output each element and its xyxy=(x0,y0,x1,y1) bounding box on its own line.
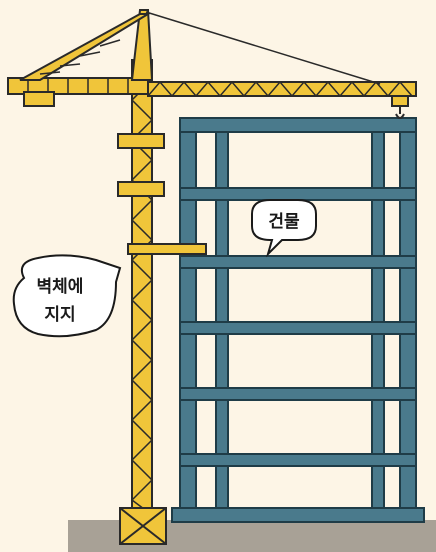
building-base xyxy=(171,507,425,523)
counterweight xyxy=(23,91,55,107)
mast-collars xyxy=(117,133,165,197)
building-label: 건물 xyxy=(268,212,300,232)
crane-mast xyxy=(131,59,153,516)
crane-apex xyxy=(19,9,381,85)
wall-tie-support xyxy=(127,243,207,255)
building-floor-4 xyxy=(179,387,417,401)
building-floor-1 xyxy=(179,187,417,201)
wall-support-label-line2: 지지 xyxy=(44,305,75,325)
crane-hook-trolley xyxy=(391,95,409,119)
crane-tension-cable xyxy=(145,11,381,85)
wall-support-label-bubble: 벽체에 지지 xyxy=(12,254,122,338)
building-floor-3 xyxy=(179,321,417,335)
building-frame xyxy=(171,117,425,523)
building-roof xyxy=(179,117,417,133)
building-label-bubble: 건물 xyxy=(251,199,317,258)
building-floor-2 xyxy=(179,255,417,269)
crane-jib xyxy=(7,77,417,98)
crane-base-block xyxy=(119,507,167,545)
building-floor-5 xyxy=(179,453,417,467)
wall-support-label-line1: 벽체에 xyxy=(37,277,84,297)
